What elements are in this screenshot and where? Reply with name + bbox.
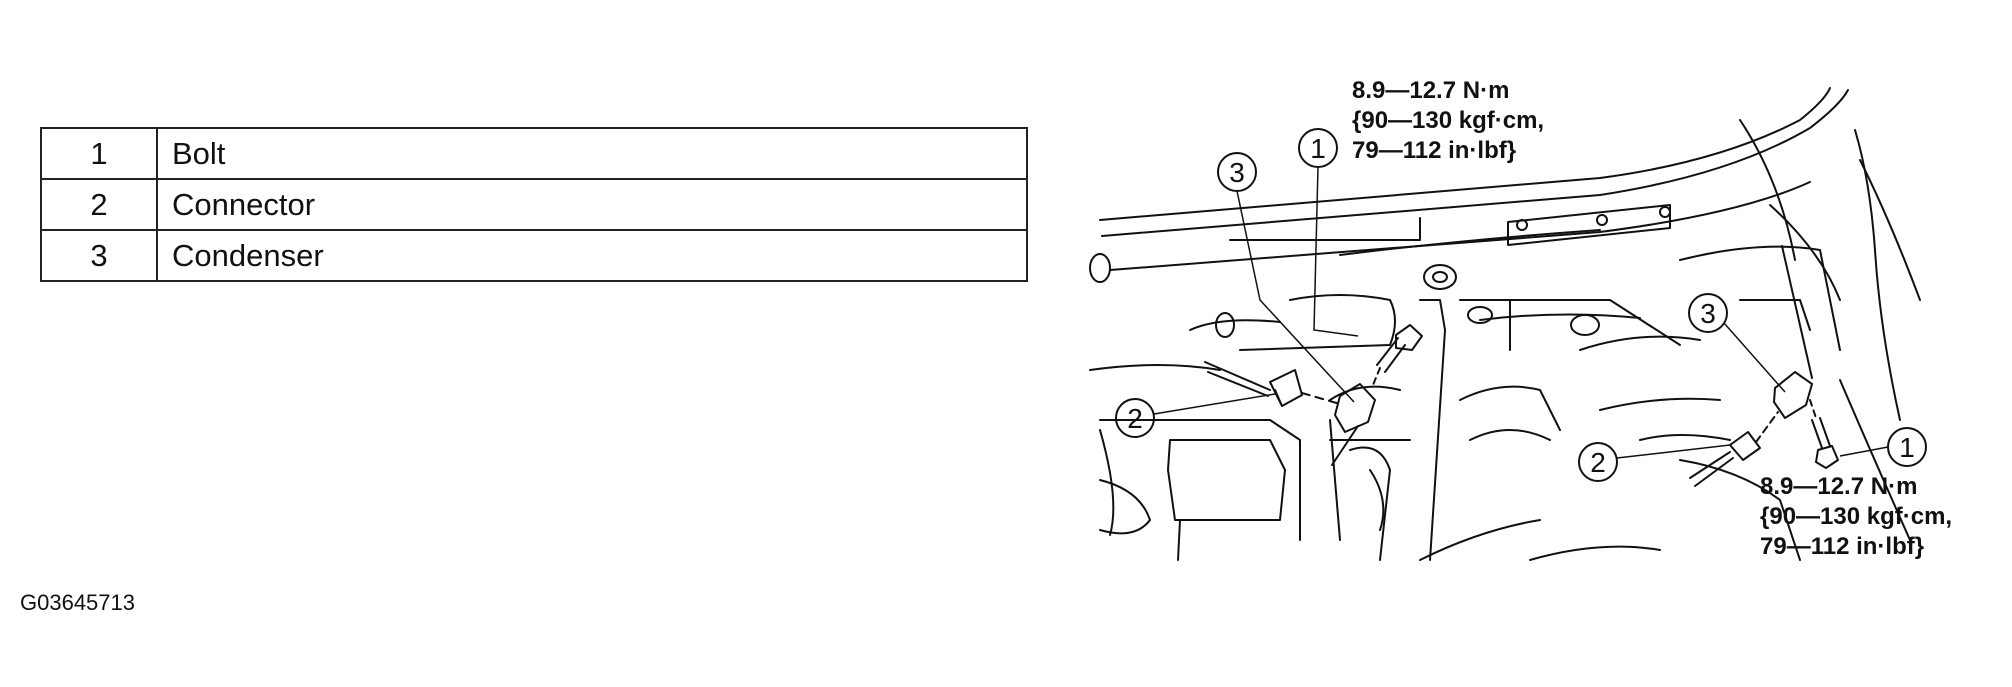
left-bolt-dash — [1372, 367, 1381, 386]
part-number: 1 — [40, 127, 158, 180]
left-condenser-callout: 3 — [1217, 152, 1355, 403]
condenser-installation-diagram: 1 3 2 3 2 1 8.9—12.7 N·m {90—130 kgf·cm,… — [1089, 77, 1952, 561]
right-connection-dash — [1755, 411, 1779, 443]
left-assembly — [1204, 324, 1423, 466]
part-number: 2 — [40, 178, 158, 231]
left-condenser-lead — [1331, 425, 1359, 466]
torque-spec-left: 8.9—12.7 N·m {90—130 kgf·cm, 79—112 in·l… — [1352, 77, 1544, 164]
table-row: 1 Bolt — [40, 127, 1028, 180]
right-bolt-head — [1815, 445, 1839, 469]
torque-right-line1: 8.9—12.7 N·m — [1760, 473, 1917, 500]
right-bolt-callout-number: 1 — [1899, 432, 1915, 463]
parts-legend-table: 1 Bolt 2 Connector 3 Condenser — [40, 127, 1028, 282]
vehicle-body-line-art — [1089, 87, 1921, 561]
right-bolt-dash — [1809, 399, 1817, 419]
torque-spec-right: 8.9—12.7 N·m {90—130 kgf·cm, 79—112 in·l… — [1760, 473, 1952, 560]
torque-left-line1: 8.9—12.7 N·m — [1352, 77, 1509, 104]
table-row: 3 Condenser — [40, 229, 1028, 282]
right-bolt-callout: 1 — [1839, 427, 1927, 467]
table-row: 2 Connector — [40, 178, 1028, 231]
torque-right-line2: {90—130 kgf·cm, — [1760, 503, 1952, 530]
left-bolt-callout: 1 — [1298, 128, 1359, 337]
left-condenser — [1334, 383, 1376, 433]
right-connector-callout: 2 — [1578, 442, 1731, 482]
left-connection-dash — [1301, 392, 1341, 405]
right-condenser-lead — [1781, 245, 1813, 379]
right-assembly — [1689, 245, 1839, 487]
right-condenser-callout: 3 — [1688, 293, 1786, 393]
part-name: Bolt — [156, 127, 1028, 180]
figure-id: G03645713 — [20, 590, 135, 615]
left-connector-wire — [1204, 361, 1271, 397]
right-connector-callout-number: 2 — [1590, 447, 1606, 478]
torque-left-line2: {90—130 kgf·cm, — [1352, 107, 1544, 134]
right-condenser-callout-number: 3 — [1700, 298, 1716, 329]
torque-left-line3: 79—112 in·lbf} — [1352, 137, 1516, 164]
right-bolt-shank — [1811, 417, 1831, 449]
right-connector-wire — [1689, 451, 1734, 487]
torque-right-line3: 79—112 in·lbf} — [1760, 533, 1924, 560]
part-number: 3 — [40, 229, 158, 282]
left-condenser-callout-number: 3 — [1229, 157, 1245, 188]
right-condenser — [1773, 371, 1813, 419]
right-connector — [1729, 431, 1761, 461]
left-connector-callout-number: 2 — [1127, 403, 1143, 434]
left-connector-callout: 2 — [1115, 393, 1276, 438]
left-connector — [1269, 369, 1303, 407]
left-bolt-callout-number: 1 — [1310, 133, 1326, 164]
part-name: Condenser — [156, 229, 1028, 282]
part-name: Connector — [156, 178, 1028, 231]
left-bolt-head — [1395, 324, 1423, 351]
